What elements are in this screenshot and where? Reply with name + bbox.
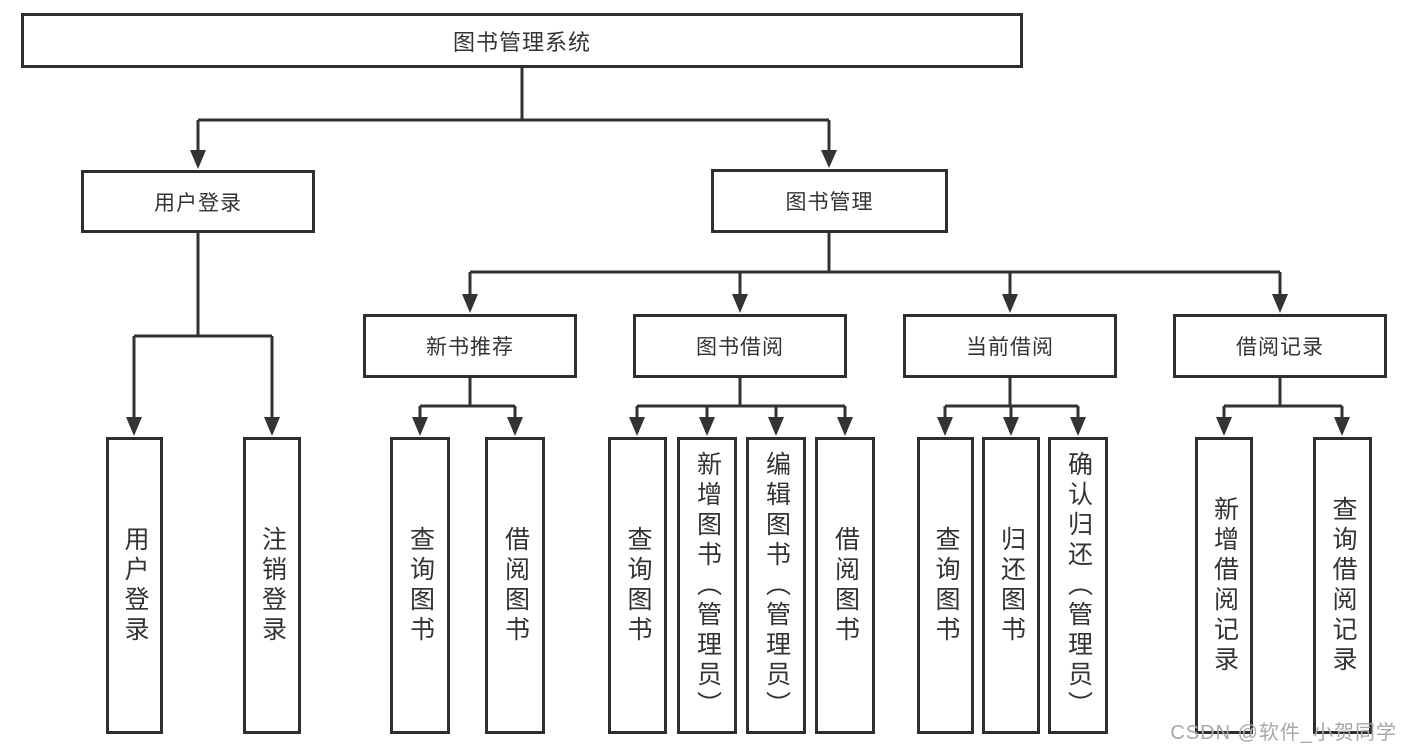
node-current-borrow-label: 当前借阅: [966, 336, 1054, 359]
node-leaf-query-borrow-record: 查询借阅记录: [1313, 437, 1372, 734]
node-user-login-label: 用户登录: [154, 191, 242, 215]
node-leaf-borrow-books: 借阅图书: [815, 437, 875, 734]
connector-borrow-record-to-leaves: [1216, 378, 1350, 436]
node-leaf-query-borrow-record-label: 查询借阅记录: [1329, 495, 1357, 676]
node-leaf-query-books-current: 查询图书: [917, 437, 974, 734]
node-leaf-query-books-rec: 查询图书: [390, 437, 450, 734]
node-leaf-add-borrow-record-label: 新增借阅记录: [1210, 495, 1239, 676]
node-leaf-edit-books-admin: 编辑图书（管理员）: [746, 437, 806, 734]
connector-book-borrow-to-leaves: [629, 378, 853, 436]
node-leaf-logout: 注销登录: [243, 437, 301, 734]
node-current-borrow: 当前借阅: [903, 314, 1117, 378]
node-new-book-rec-label: 新书推荐: [426, 336, 514, 359]
node-leaf-add-borrow-record: 新增借阅记录: [1195, 437, 1253, 734]
node-book-mgmt-label: 图书管理: [785, 191, 874, 214]
node-book-borrow-label: 图书借阅: [696, 336, 784, 359]
node-book-mgmt: 图书管理: [711, 169, 948, 233]
node-leaf-query-books-rec-label: 查询图书: [406, 525, 435, 646]
node-leaf-query-books-current-label: 查询图书: [932, 525, 960, 646]
node-leaf-borrow-books-rec: 借阅图书: [485, 437, 545, 734]
connector-book-mgmt-to-level3: [462, 233, 1288, 313]
node-root-label: 图书管理系统: [452, 29, 591, 55]
node-leaf-borrow-books-label: 借阅图书: [831, 525, 860, 646]
csdn-watermark: CSDN @软件_小贺同学: [1170, 722, 1397, 744]
node-borrow-record: 借阅记录: [1173, 314, 1387, 378]
node-leaf-add-books-admin: 新增图书（管理员）: [677, 437, 737, 734]
node-user-login: 用户登录: [81, 170, 315, 233]
node-leaf-edit-books-admin-label: 编辑图书（管理员）: [762, 450, 791, 721]
node-root: 图书管理系统: [21, 13, 1023, 68]
connector-new-book-rec-to-leaves: [412, 378, 523, 436]
node-borrow-record-label: 借阅记录: [1236, 336, 1324, 359]
node-leaf-return-books-label: 归还图书: [997, 525, 1026, 646]
node-leaf-user-login-label: 用户登录: [121, 525, 149, 646]
node-book-borrow: 图书借阅: [633, 314, 847, 378]
node-leaf-return-books: 归还图书: [982, 437, 1040, 734]
node-leaf-logout-label: 注销登录: [258, 525, 287, 646]
node-leaf-query-books-borrow: 查询图书: [608, 437, 667, 734]
node-leaf-user-login: 用户登录: [106, 437, 163, 734]
node-leaf-confirm-return-admin: 确认归还（管理员）: [1048, 437, 1108, 734]
node-leaf-query-books-borrow-label: 查询图书: [624, 525, 652, 646]
node-leaf-add-books-admin-label: 新增图书（管理员）: [693, 450, 722, 721]
node-leaf-borrow-books-rec-label: 借阅图书: [501, 525, 530, 646]
connector-user-login-to-leaves: [126, 233, 280, 436]
node-leaf-confirm-return-admin-label: 确认归还（管理员）: [1064, 450, 1093, 721]
connector-current-borrow-to-leaves: [937, 378, 1086, 436]
node-new-book-rec: 新书推荐: [363, 314, 577, 378]
connector-root-to-level2: [190, 68, 837, 169]
